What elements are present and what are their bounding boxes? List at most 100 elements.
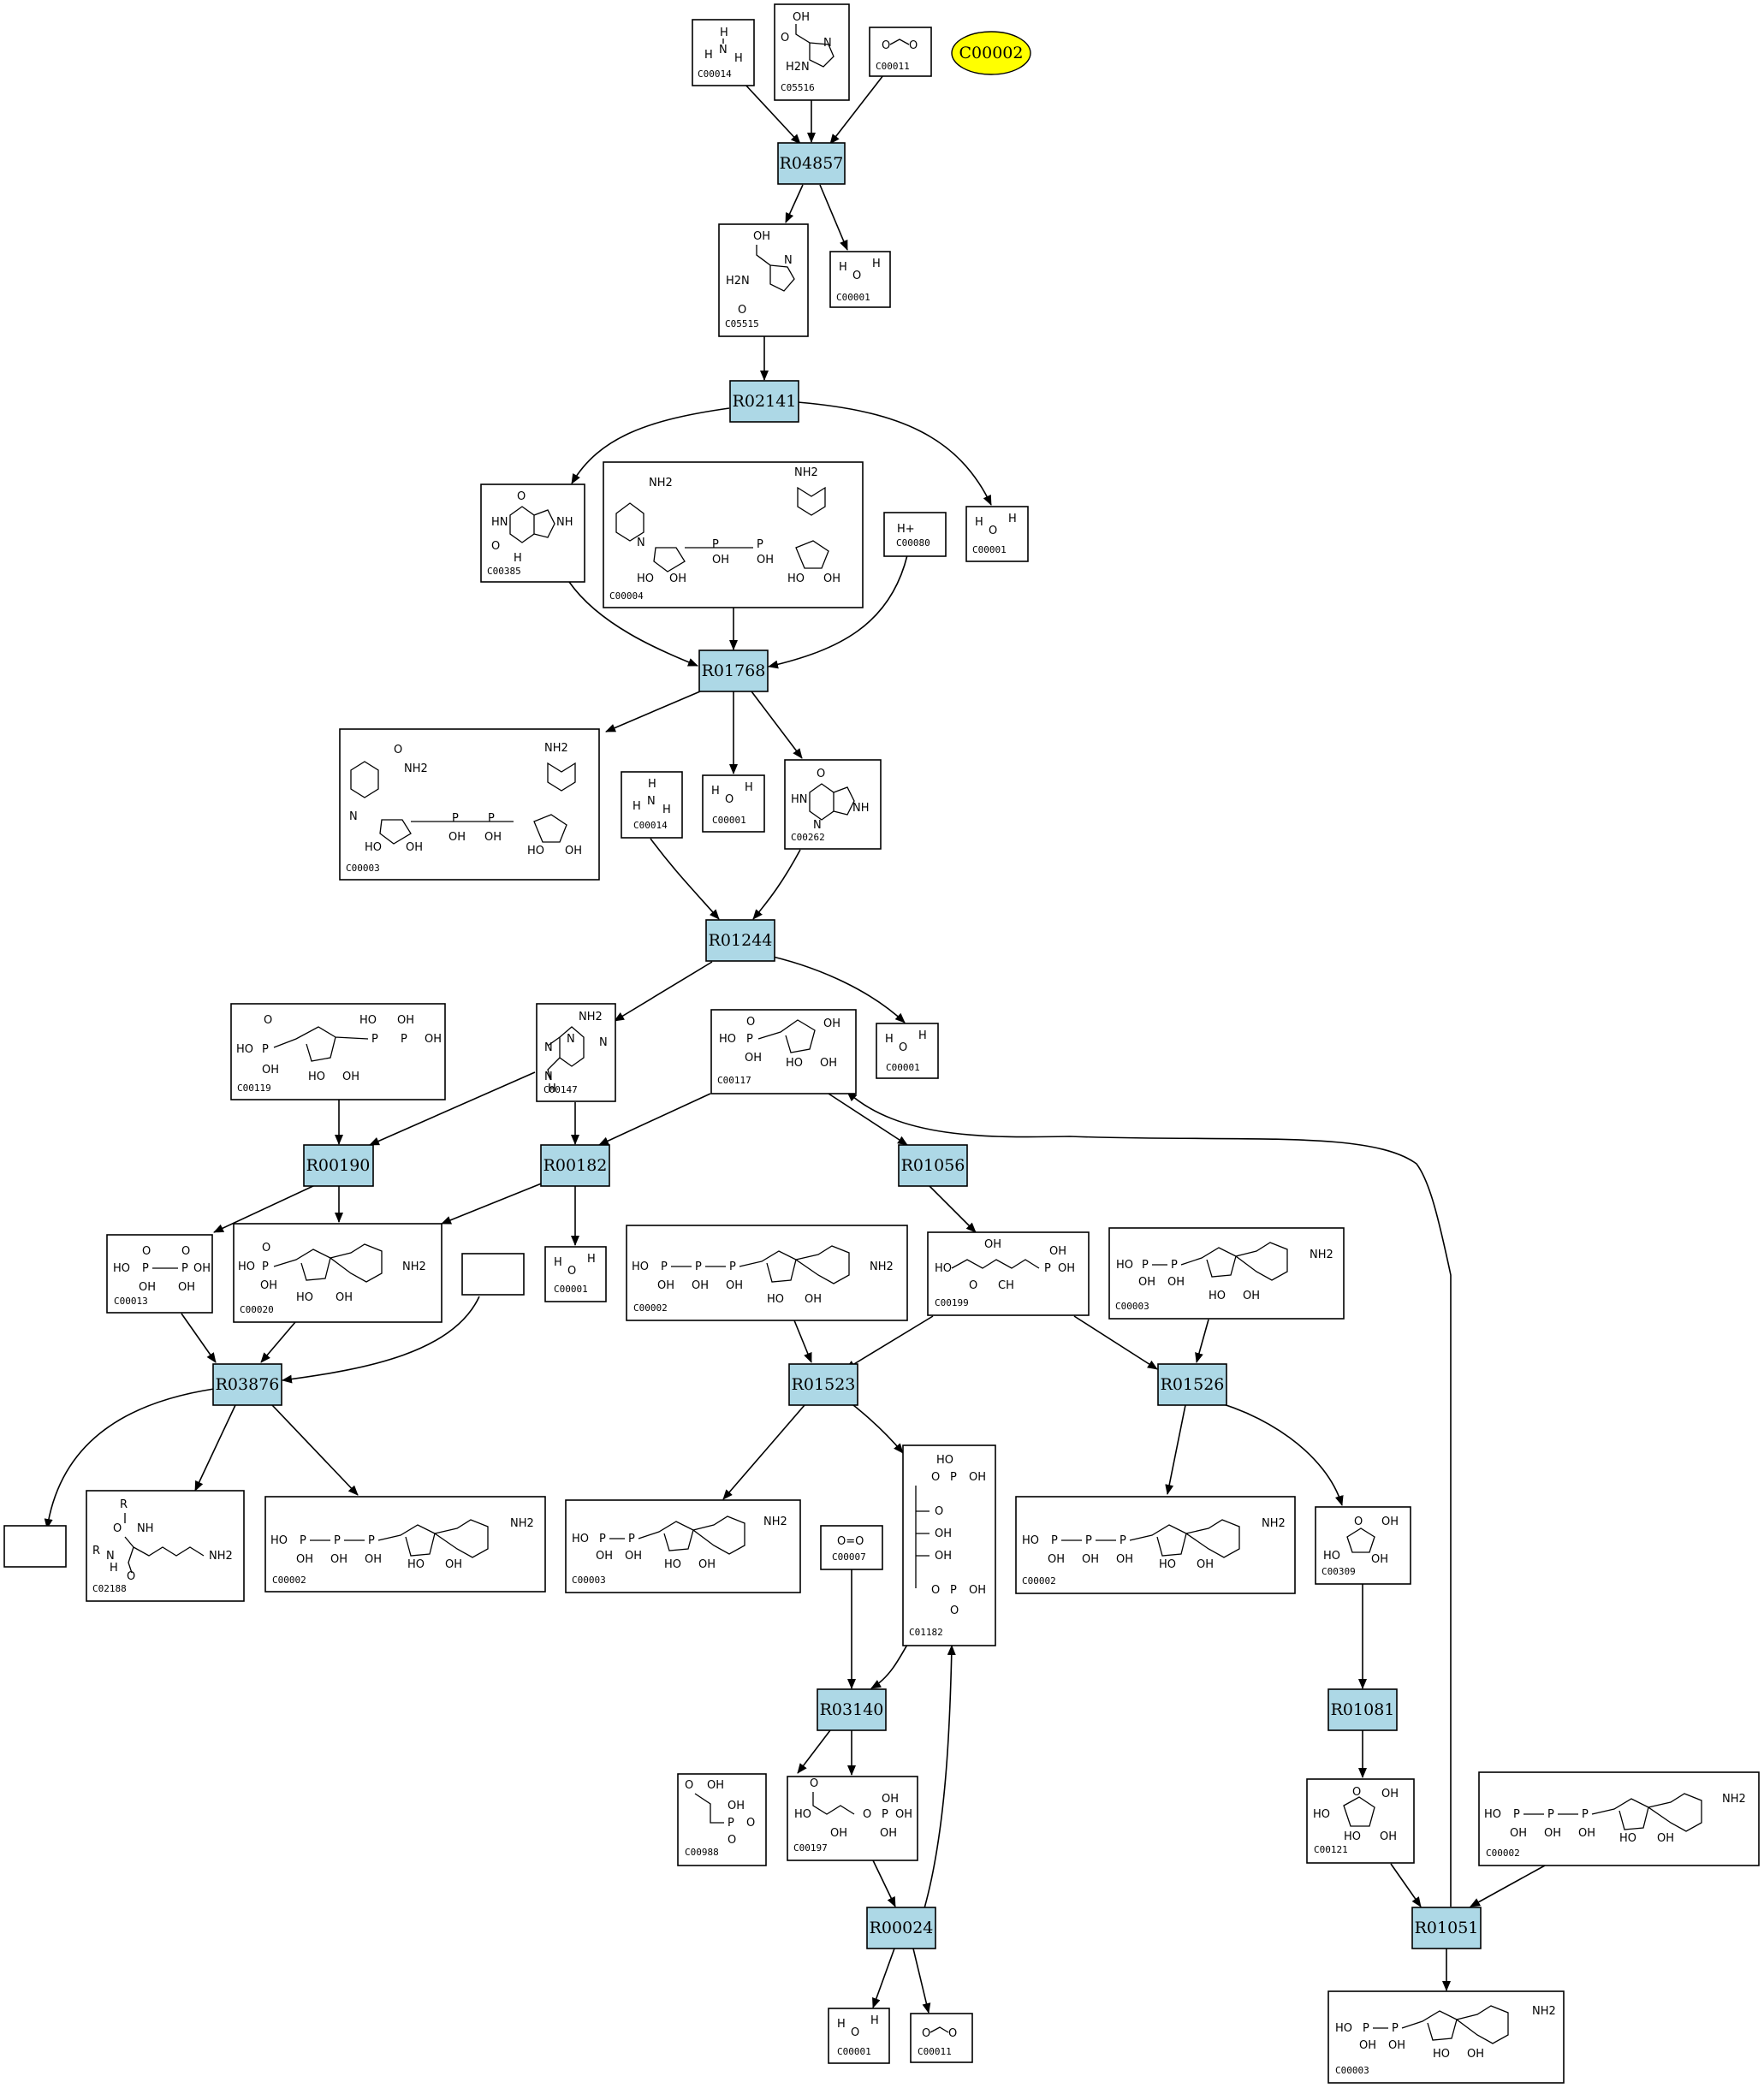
reaction-node-r01056[interactable]: R01056 xyxy=(898,1144,968,1187)
molecule-sketch: HO P P OH OH NH2 HO OH xyxy=(1116,1242,1333,1302)
svg-text:OH: OH xyxy=(1138,1276,1155,1289)
svg-text:H+: H+ xyxy=(897,523,915,536)
svg-text:OH: OH xyxy=(823,572,840,585)
compound-id: C00001 xyxy=(837,2046,871,2057)
reaction-label: R01051 xyxy=(1415,1919,1479,1937)
reaction-node-r01051[interactable]: R01051 xyxy=(1411,1907,1482,1949)
compound-box[interactable] xyxy=(774,3,850,101)
reaction-label: R03876 xyxy=(216,1375,280,1394)
compound-box[interactable] xyxy=(621,771,683,839)
compound-box[interactable] xyxy=(876,1023,939,1079)
reaction-node-r01768[interactable]: R01768 xyxy=(698,650,769,692)
compound-box[interactable] xyxy=(230,1003,446,1100)
compound-id: C00002 xyxy=(1022,1575,1056,1587)
compound-box[interactable] xyxy=(1108,1227,1345,1320)
compound-box[interactable] xyxy=(784,759,882,850)
svg-text:HO: HO xyxy=(719,1033,736,1046)
reaction-node-r01244[interactable]: R01244 xyxy=(705,919,775,962)
compound-box[interactable] xyxy=(927,1231,1090,1316)
compound-box[interactable] xyxy=(233,1223,442,1323)
svg-text:N: N xyxy=(106,1550,115,1563)
compound-box[interactable] xyxy=(820,1525,883,1570)
compound-box[interactable] xyxy=(710,1009,857,1094)
highlight-ellipse[interactable] xyxy=(951,31,1031,75)
reaction-node-r04857[interactable]: R04857 xyxy=(777,142,846,185)
compound-box[interactable] xyxy=(480,483,585,583)
reaction-node-r01523[interactable]: R01523 xyxy=(788,1363,858,1406)
svg-text:O: O xyxy=(922,2027,930,2040)
svg-text:NH2: NH2 xyxy=(1532,2005,1556,2018)
svg-text:O: O xyxy=(113,1522,122,1535)
svg-text:OH: OH xyxy=(984,1238,1001,1251)
compound-box[interactable] xyxy=(339,728,600,881)
reaction-node-r03140[interactable]: R03140 xyxy=(817,1688,887,1731)
svg-text:H: H xyxy=(648,778,656,791)
svg-text:NH2: NH2 xyxy=(649,477,673,489)
svg-text:O: O xyxy=(817,768,825,780)
compound-box[interactable] xyxy=(677,1773,767,1866)
svg-text:O: O xyxy=(264,1014,272,1027)
svg-text:HO: HO xyxy=(1313,1808,1330,1821)
compound-box[interactable] xyxy=(461,1253,525,1296)
compound-box[interactable] xyxy=(1306,1778,1415,1864)
compound-box[interactable] xyxy=(536,1003,616,1102)
svg-text:HO: HO xyxy=(365,841,382,854)
reaction-node-r00190[interactable]: R00190 xyxy=(303,1144,374,1187)
compound-box[interactable] xyxy=(1315,1506,1411,1585)
svg-text:O: O xyxy=(127,1570,135,1583)
edge-r04857-c05515 xyxy=(785,184,804,223)
reaction-node-r01081[interactable]: R01081 xyxy=(1327,1688,1398,1731)
compound-box[interactable] xyxy=(910,2013,973,2063)
svg-text:P: P xyxy=(1513,1808,1520,1821)
compound-box[interactable] xyxy=(869,27,932,77)
co2-structure: O O xyxy=(882,39,918,52)
edge-c00385-r01768 xyxy=(568,581,698,667)
svg-text:O: O xyxy=(1352,1786,1361,1799)
compound-box[interactable] xyxy=(565,1499,801,1593)
svg-text:H: H xyxy=(633,800,641,813)
molecule-sketch: OH HO O CH P OH OH xyxy=(935,1238,1075,1292)
compound-box[interactable] xyxy=(883,512,947,557)
svg-text:O: O xyxy=(181,1245,190,1258)
edge-r01051-c00117 xyxy=(846,1091,1452,1907)
compound-box[interactable] xyxy=(787,1776,918,1861)
compound-box[interactable] xyxy=(965,506,1029,562)
edge-c00199-r01523 xyxy=(845,1315,934,1370)
compound-box[interactable] xyxy=(692,19,755,86)
reaction-label: R01244 xyxy=(709,931,773,950)
compound-box[interactable] xyxy=(106,1234,213,1314)
compound-box[interactable] xyxy=(902,1444,996,1646)
compound-box[interactable] xyxy=(3,1525,67,1568)
svg-text:P: P xyxy=(262,1043,269,1056)
svg-text:P: P xyxy=(1051,1534,1058,1547)
highlight-node[interactable]: C00002 xyxy=(951,31,1031,75)
compound-box[interactable] xyxy=(603,461,864,608)
svg-text:HO: HO xyxy=(787,572,805,585)
compound-box[interactable] xyxy=(828,2008,890,2064)
compound-id: C00014 xyxy=(698,68,732,80)
compound-box[interactable] xyxy=(1015,1496,1296,1594)
svg-text:NH2: NH2 xyxy=(794,466,818,479)
compound-box[interactable] xyxy=(829,251,891,308)
compound-box[interactable] xyxy=(264,1496,546,1593)
edge-r03140-c00988 xyxy=(797,1729,831,1774)
reaction-node-r02141[interactable]: R02141 xyxy=(729,380,799,423)
compound-box[interactable] xyxy=(1327,1990,1565,2084)
reaction-node-r00182[interactable]: R00182 xyxy=(540,1144,610,1187)
reaction-node-r00024[interactable]: R00024 xyxy=(866,1907,936,1949)
compound-box[interactable] xyxy=(1478,1771,1760,1866)
reaction-node-r03876[interactable]: R03876 xyxy=(212,1363,282,1406)
compound-box[interactable] xyxy=(544,1246,607,1302)
compound-id: C00002 xyxy=(633,1302,668,1314)
svg-text:OH: OH xyxy=(1544,1827,1561,1840)
compound-box[interactable] xyxy=(702,774,765,833)
compound-box[interactable] xyxy=(86,1490,245,1602)
reaction-node-r01526[interactable]: R01526 xyxy=(1157,1363,1227,1406)
svg-text:NH2: NH2 xyxy=(1262,1517,1286,1530)
molecule-sketch: O HO P OH NH2 HO OH xyxy=(238,1242,426,1304)
svg-text:H: H xyxy=(662,804,671,816)
molecule-sketch: O OH OH P O O xyxy=(685,1779,755,1847)
svg-text:P: P xyxy=(181,1262,188,1275)
compound-box[interactable] xyxy=(626,1225,908,1321)
